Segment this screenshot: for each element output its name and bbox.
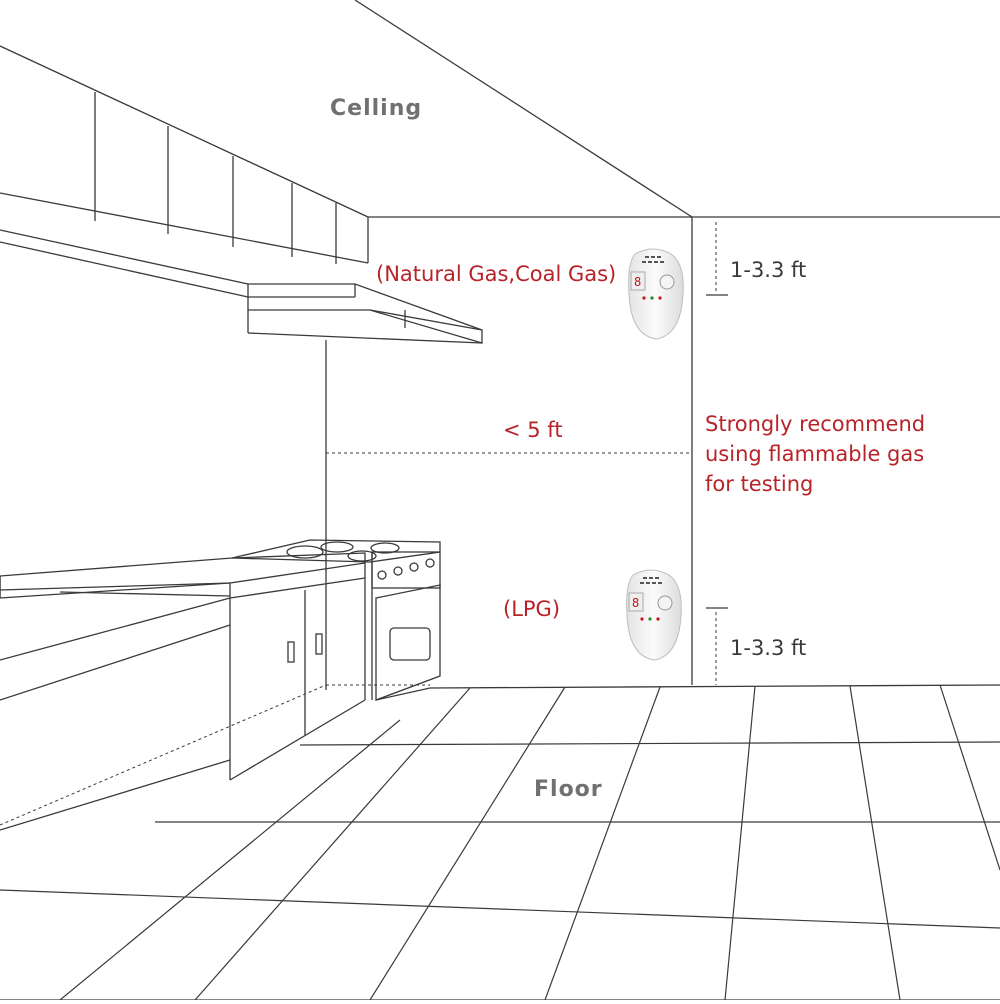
room-structure <box>0 0 1000 831</box>
floor-wall-edge <box>429 684 1000 689</box>
ceiling-label: Celling <box>330 96 423 121</box>
gas-detector-icon: 8 <box>626 569 682 661</box>
testing-recommendation: Strongly recommend using flammable gas f… <box>705 409 965 499</box>
floor-label: Floor <box>534 777 603 802</box>
recommendation-line-2: using flammable gas <box>705 442 925 466</box>
stove-top <box>231 539 441 563</box>
upper-cabinet-bottom <box>0 192 369 264</box>
stove-distance-label: < 5 ft <box>503 418 563 442</box>
ceiling-right-edge <box>354 0 693 218</box>
recommendation-line-3: for testing <box>705 472 814 496</box>
dashed-guides <box>0 222 717 826</box>
bottom-distance-label: 1-3.3 ft <box>730 636 807 660</box>
measurement-ticks <box>706 294 728 609</box>
svg-text:8: 8 <box>634 275 641 289</box>
natural-gas-label: (Natural Gas,Coal Gas) <box>376 262 617 286</box>
svg-text:8: 8 <box>632 596 639 610</box>
lpg-label: (LPG) <box>503 597 561 621</box>
hood-top-line <box>0 229 249 285</box>
recommendation-line-1: Strongly recommend <box>705 412 926 436</box>
top-distance-label: 1-3.3 ft <box>730 258 807 282</box>
ceiling-left-edge <box>0 45 369 218</box>
floor-tiles <box>0 685 1000 1000</box>
oven-door <box>375 584 441 701</box>
gas-detector-icon: 8 <box>628 248 684 340</box>
